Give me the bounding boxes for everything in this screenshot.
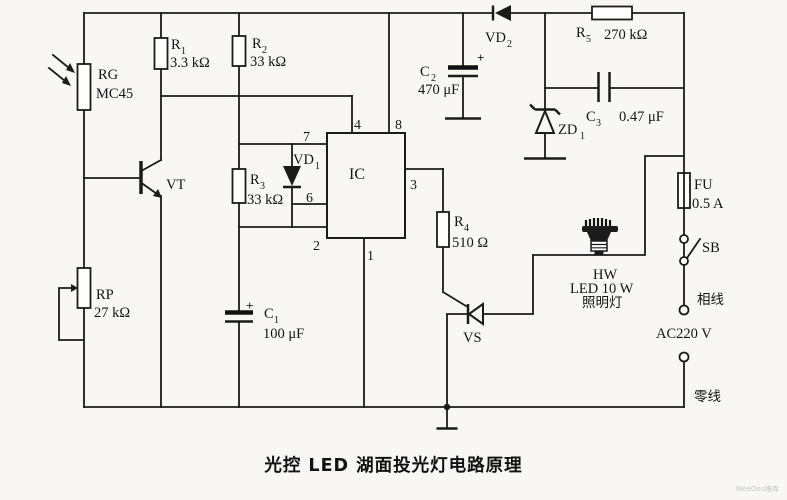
vt-ref-label: VT [166, 177, 185, 193]
rg-model-label: MC45 [96, 86, 133, 102]
fu-ref-label: FU [694, 177, 713, 193]
thyristor-vs-symbol [466, 302, 484, 326]
r3-ref-label: R [250, 172, 260, 188]
diode-vd1-symbol [283, 166, 301, 189]
ic-pin6-label: 6 [306, 191, 313, 206]
c2-polarity-label: + [477, 50, 484, 65]
phase-line-label: 相线 [697, 292, 724, 308]
c3-sub-label: 3 [596, 118, 601, 129]
ic-label: IC [349, 166, 365, 183]
labels: RG MC45 R 1 3.3 kΩ R 2 33 kΩ R 3 33 kΩ R… [94, 25, 724, 405]
c1-value-label: 100 μF [263, 326, 304, 342]
r1-ref-label: R [171, 37, 181, 53]
r3-sub-label: 3 [260, 181, 265, 192]
c3-value-label: 0.47 μF [619, 109, 664, 125]
zd1-ref-label: ZD [558, 122, 577, 138]
r3-value-label: 33 kΩ [247, 192, 283, 208]
c3-ref-label: C [586, 109, 596, 125]
zener-zd1-symbol [524, 103, 566, 160]
vd1-ref-label: VD [293, 152, 314, 168]
resistor-r1-symbol [153, 37, 169, 70]
diode-vd2-symbol [491, 5, 511, 21]
capacitor-c1-symbol [225, 310, 253, 323]
hw-desc2-label: 照明灯 [582, 295, 623, 311]
rp-ref-label: RP [96, 287, 114, 303]
sb-ref-label: SB [702, 240, 720, 256]
r4-branch [441, 168, 468, 308]
ic-pin3-label: 3 [410, 178, 417, 193]
c1-ref-label: C [264, 306, 274, 322]
switch-sb-symbol [679, 234, 702, 266]
diagram-title: 光控 LED 湖面投光灯电路原理 [264, 456, 523, 476]
phase-terminal [678, 304, 690, 316]
resistor-r5-symbol [591, 5, 633, 21]
resistor-r2-symbol [231, 35, 247, 67]
r5-value-label: 270 kΩ [604, 27, 648, 43]
fu-value-label: 0.5 A [692, 196, 724, 212]
neutral-line-label: 零线 [694, 389, 721, 405]
c2-ref-label: C [420, 64, 430, 80]
r1-sub-label: 1 [181, 46, 186, 57]
junction-dot [443, 403, 451, 411]
r4-ref-label: R [454, 214, 464, 230]
c2-value-label: 470 μF [418, 82, 459, 98]
vs-wires [446, 254, 534, 408]
r1-value-label: 3.3 kΩ [170, 55, 210, 71]
r2-value-label: 33 kΩ [250, 54, 286, 70]
neutral-terminal [678, 351, 690, 363]
vd2-sub-label: 2 [507, 39, 512, 50]
r5-ref-label: R [576, 25, 586, 41]
r5-sub-label: 5 [586, 34, 591, 45]
r2-sub-label: 2 [262, 45, 267, 56]
vd2-ref-label: VD [485, 30, 506, 46]
resistor-r3-symbol [231, 168, 247, 204]
led-lamp-hw-symbol [582, 218, 618, 256]
potentiometer-rp-symbol [58, 267, 92, 341]
hw-ref-label: HW [593, 267, 617, 283]
hw-desc-label: LED 10 W [570, 281, 634, 297]
vs-ref-label: VS [463, 330, 482, 346]
ic-pin2-label: 2 [313, 239, 320, 254]
emitter-arrow-icon [153, 189, 162, 198]
fuse-fu-symbol [677, 172, 691, 209]
c1-polarity-label: + [246, 298, 253, 313]
c1-sub-label: 1 [274, 315, 279, 326]
r4-sub-label: 4 [464, 223, 469, 234]
resistor-r4-symbol [436, 211, 450, 248]
wiper-arrow-icon [71, 284, 78, 292]
lamp-loop [532, 155, 685, 256]
light-arrow-icon [62, 76, 71, 86]
transistor-vt-symbol [139, 158, 163, 408]
rp-value-label: 27 kΩ [94, 305, 130, 321]
light-arrow-icon [66, 63, 75, 73]
ic-body [326, 132, 406, 239]
ic-pin8-label: 8 [395, 118, 402, 133]
zd1-sub-label: 1 [580, 131, 585, 142]
vd1-sub-label: 1 [315, 161, 320, 172]
photoresistor-rg-symbol [47, 53, 92, 111]
c2-sub-label: 2 [431, 73, 436, 84]
ic-pin1-label: 1 [367, 249, 374, 264]
ic-pin4-label: 4 [354, 118, 361, 133]
capacitor-c3-symbol [597, 72, 611, 102]
ic-pin7-label: 7 [303, 130, 310, 145]
r4-value-label: 510 Ω [452, 235, 488, 251]
capacitor-c2-symbol [445, 65, 481, 120]
watermark: WeeQoo维库 [735, 485, 779, 493]
r2-ref-label: R [252, 36, 262, 52]
ac-source-label: AC220 V [656, 326, 712, 342]
rg-ref-label: RG [98, 67, 119, 83]
wires [83, 12, 685, 429]
